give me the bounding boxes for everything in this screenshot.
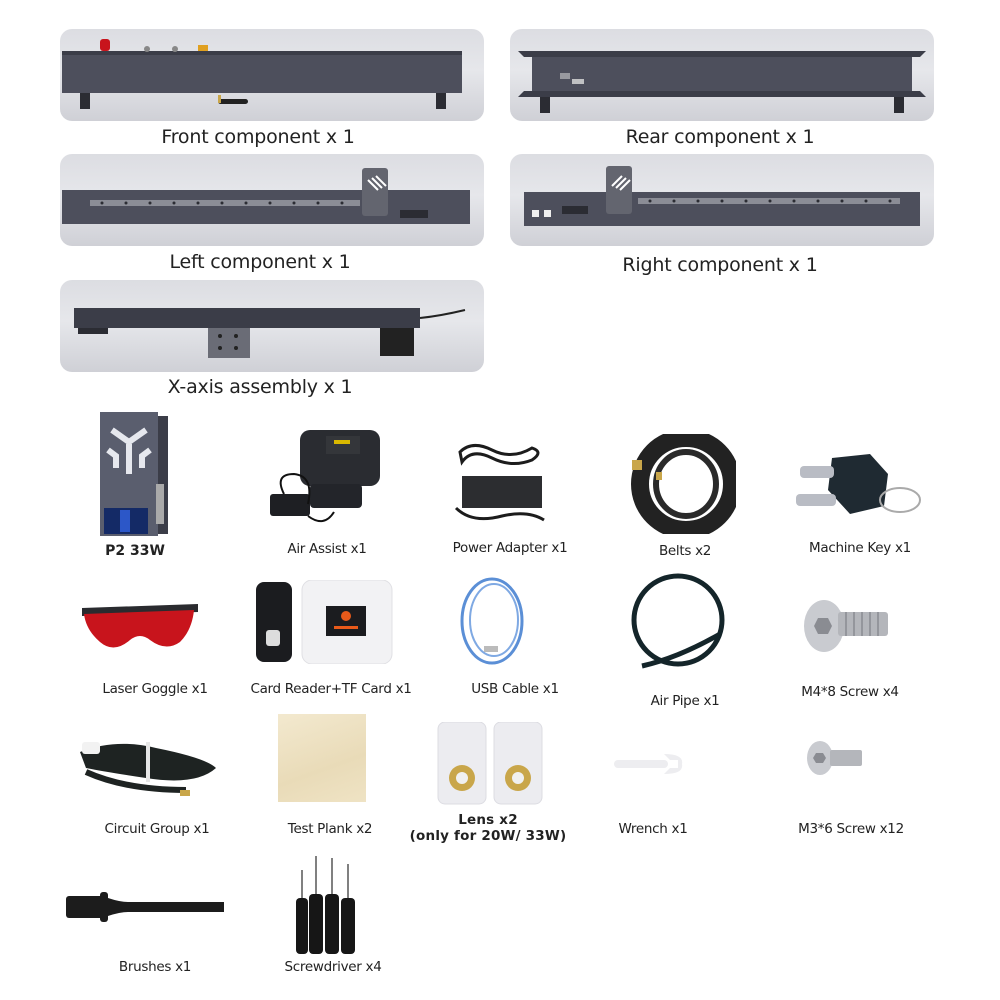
test-plank-label: Test Plank x2 [287,821,373,837]
lens-image [436,721,546,806]
machine-key-image [792,450,922,522]
m4-screw-label: M4*8 Screw x4 [801,684,899,700]
brand-logo-icon [106,427,152,474]
front-component-image [60,29,484,121]
power-adapter-label: Power Adapter x1 [452,540,568,556]
laser-module-image [100,412,170,536]
wrench-label: Wrench x1 [618,821,688,837]
laser-module-label: P2 33W [105,543,165,559]
laser-goggle-image [80,600,200,660]
rear-component-label: Rear component x 1 [625,126,815,148]
x-axis-assembly-image [60,280,484,372]
belts-label: Belts x2 [658,543,712,559]
air-pipe-image [628,572,728,672]
air-pipe-label: Air Pipe x1 [650,693,720,709]
lens-label-line1: Lens x2 [458,812,518,828]
wrench-image [612,752,684,776]
air-assist-image [264,424,394,530]
power-adapter-image [452,440,547,526]
m3-screw-image [806,738,866,778]
emergency-stop-icon [100,39,110,51]
left-component-image [60,154,484,246]
front-component-label: Front component x 1 [161,126,355,148]
circuit-group-image [76,738,222,802]
air-assist-label: Air Assist x1 [287,541,367,557]
rear-component-image [510,29,934,121]
screwdriver-image [294,856,358,956]
laser-goggle-label: Laser Goggle x1 [102,681,208,697]
left-component-label: Left component x 1 [169,251,351,273]
usb-cable-label: USB Cable x1 [471,681,559,697]
right-component-label: Right component x 1 [622,254,818,276]
belts-image [626,429,741,539]
indicator-light-icon [198,45,208,51]
lens-label-line2: (only for 20W/ 33W) [409,828,567,844]
test-plank-image [278,714,366,802]
card-reader-label: Card Reader+TF Card x1 [250,681,412,697]
machine-key-label: Machine Key x1 [809,540,911,556]
circuit-group-label: Circuit Group x1 [104,821,210,837]
brushes-image [66,890,226,924]
brushes-label: Brushes x1 [118,959,192,975]
card-reader-image [252,579,394,665]
m4-screw-image [802,596,892,656]
right-component-image [510,154,934,246]
m3-screw-label: M3*6 Screw x12 [798,821,904,837]
lens-label: Lens x2 (only for 20W/ 33W) [400,812,576,844]
x-axis-assembly-label: X-axis assembly x 1 [167,376,353,398]
usb-cable-image [456,576,528,666]
screwdriver-label: Screwdriver x4 [284,959,382,975]
